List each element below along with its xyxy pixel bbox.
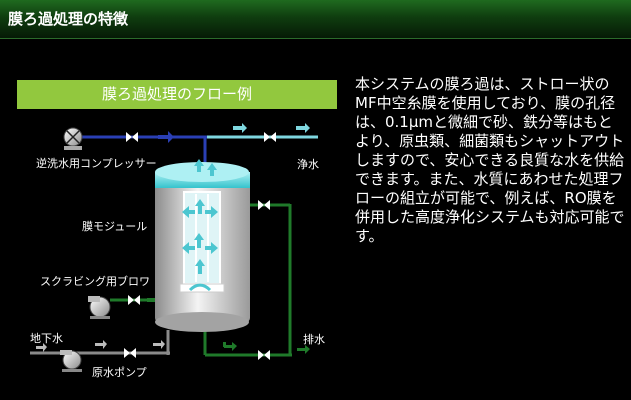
arrow-right-icon [233,123,247,133]
groundwater-label: 地下水 [30,332,63,345]
arrow-right-icon [224,342,237,351]
description-text: 本システムの膜ろ過は、ストロー状のMF中空糸膜を使用しており、膜の孔径は、0.1… [355,75,625,245]
arrow-right-icon [296,123,310,133]
arrow-down-icon [223,342,226,347]
raw-water-pump-label: 原水ポンプ [92,366,147,379]
page-title: 膜ろ過処理の特徴 [8,10,129,28]
arrow-right-icon [158,131,174,143]
arrow-right-icon [36,343,47,352]
valve-icon [124,348,136,358]
scrubbing-blower-label: スクラビング用ブロワ [40,275,150,288]
valve-icon [258,350,270,360]
arrow-right-icon [95,340,107,349]
valve-icon [128,295,140,305]
compressor-icon [63,127,83,150]
flow-arrows-icon [182,159,218,292]
drain-label: 排水 [303,333,325,346]
valve-icon [258,200,270,210]
membrane-module-label: 膜モジュール [82,220,148,233]
compressor-label: 逆洗水用コンプレッサー [36,157,157,170]
flow-title-banner: 膜ろ過処理のフロー例 [17,80,337,109]
header-bar: 膜ろ過処理の特徴 [0,0,631,39]
arrow-right-icon [297,345,310,354]
raw-water-line [30,330,170,355]
blower-icon [88,296,111,319]
air-line [82,135,207,167]
valve-icon [264,132,276,142]
arrow-right-icon [153,340,165,349]
valve-icon [126,132,138,142]
clean-water-label: 浄水 [297,158,319,171]
membrane-tank [155,162,250,332]
pump-icon [60,350,82,372]
